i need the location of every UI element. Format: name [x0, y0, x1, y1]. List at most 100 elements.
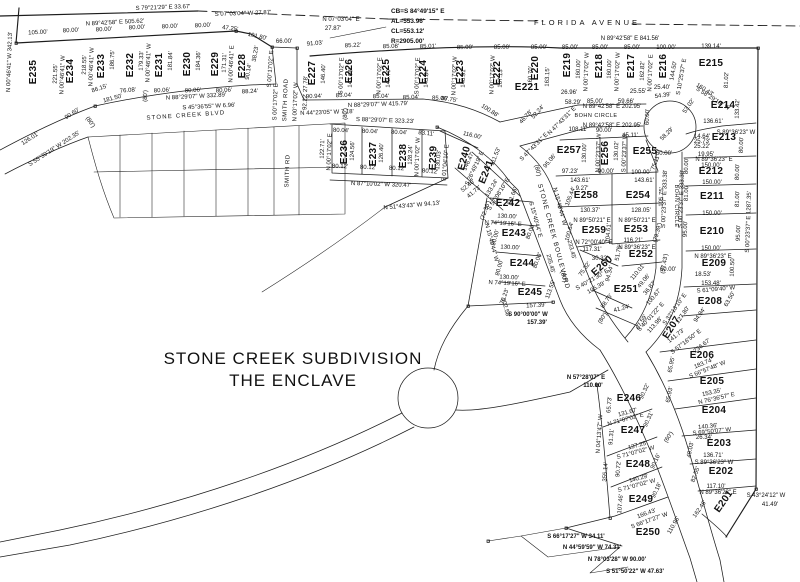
dim-label: 9.27'	[576, 186, 589, 192]
dim-label: 179.33'	[139, 51, 146, 71]
dim-label: 107.46'	[617, 494, 625, 514]
road-e245-street	[433, 301, 609, 411]
dim-label: 186.75'	[110, 50, 117, 70]
dim-label: 41.24'	[613, 304, 630, 314]
florida-avenue-centerline	[197, 10, 800, 27]
dim-label: 108.11'	[568, 127, 587, 133]
lot-label-E243: E243	[502, 228, 527, 239]
dim-label: 105.75'	[659, 187, 666, 207]
street-label-bohn-circle-vertical: BOHN CIRCLE	[673, 184, 679, 227]
dim-label: 88.24'	[242, 89, 258, 96]
dim-label: 91.03'	[307, 40, 324, 47]
lot-label-E229: E229	[210, 52, 221, 77]
road-southwest	[0, 412, 415, 558]
dim-label: N 00°17'02" E	[326, 133, 333, 171]
dim-label: N 89°42'58" E 202.95'	[583, 123, 642, 129]
curve-note-leader	[329, 26, 387, 39]
dim-label: N 00°17'02" W	[292, 82, 299, 122]
lot-label-E244: E244	[510, 258, 535, 269]
lot-label-E208: E208	[698, 296, 723, 307]
dim-label: 126.40'	[379, 143, 386, 163]
curve-note-cl: CL=553.12'	[391, 28, 425, 35]
dim-label: 136.61'	[703, 119, 723, 125]
lot-label-E224: E224	[418, 60, 429, 85]
dim-label: (80')	[343, 108, 349, 120]
dim-label: 104.61'	[605, 223, 613, 243]
dim-label: 80.04'	[362, 129, 378, 136]
lot-label-E254: E254	[626, 190, 651, 201]
dim-label: 81.00'	[684, 185, 691, 201]
lot-label-E217: E217	[626, 54, 637, 79]
dim-label: N 89°36'23" E	[695, 157, 732, 163]
dim-label: 150.00'	[701, 163, 721, 169]
dim-label: 85.00'	[587, 99, 603, 105]
dim-label: S 43°24'12" W	[747, 493, 786, 499]
dim-label: 85.08'	[383, 44, 399, 51]
dim-label: 130.00'	[497, 213, 517, 220]
lot-label-E250: E250	[636, 527, 661, 538]
dim-label: 90.00'	[598, 169, 614, 175]
dim-label: 25.22'	[694, 144, 710, 150]
dim-label: 130.00'	[499, 274, 519, 281]
dim-label: 80.00'	[96, 27, 112, 34]
dim-label: 80.12'	[389, 166, 405, 173]
road-connector-bohn	[499, 104, 591, 147]
dim-label: 80.00'	[195, 23, 211, 30]
boundary-north-west	[15, 30, 273, 48]
block-e254	[557, 173, 662, 208]
dim-label: 80.04'	[391, 130, 407, 137]
dim-label: N 00°17'02" W	[614, 52, 621, 92]
curve-note-r: R=2905.00'	[391, 38, 424, 45]
dim-label: 25.40'	[654, 85, 670, 91]
dim-label: 26.34'	[696, 435, 712, 441]
dim-label: 63.50'	[723, 291, 736, 308]
dim-label: 105.00'	[28, 29, 48, 36]
dim-label: 160.00'	[576, 59, 583, 79]
dim-label: 30.32'	[592, 256, 608, 262]
lot-label-E204: E204	[702, 405, 727, 416]
dim-label: 150.00'	[702, 211, 722, 217]
lot-label-E223: E223	[455, 60, 466, 85]
lot-label-E238: E238	[398, 144, 409, 169]
dim-label: N 89°42'58" E 505.62'	[86, 18, 145, 27]
lot-label-E215: E215	[699, 58, 724, 69]
dim-label: 85.00'	[494, 45, 510, 51]
dim-label: S 89°36'23" W	[695, 460, 734, 466]
block-e246	[565, 384, 669, 547]
curve-note-cb: CB=S 84°49'15" E	[391, 7, 445, 15]
dim-label: N 89°50'21" E	[618, 218, 655, 224]
lot-label-E222: E222	[492, 61, 503, 86]
dim-label: S 47°43'31" E	[519, 132, 549, 162]
dim-label: 47.25'	[222, 25, 239, 33]
lot-label-E221: E221	[515, 82, 540, 93]
dim-label: N 00°46'41" W 342.13'	[6, 32, 14, 92]
dim-label: 80.06'	[185, 88, 201, 95]
curve-note-al: AL=553.96'	[391, 18, 425, 25]
dim-label: N 89°36'23" E	[699, 490, 736, 496]
corner-ticks	[14, 29, 760, 543]
grid-lots	[87, 122, 346, 219]
road-bohn-horizontal	[577, 103, 647, 128]
dim-label: 140.29'	[629, 474, 649, 485]
dim-label: N 57°28'07" E	[567, 375, 605, 381]
road-scb-north-west	[94, 83, 277, 107]
dim-label: 153.48'	[701, 281, 721, 287]
road-smith	[271, 46, 298, 85]
lot-label-E203: E203	[707, 438, 732, 449]
dim-label: 130.03'	[435, 150, 443, 170]
dim-label: 95.00'	[736, 225, 743, 241]
dim-label: N 89°50'21" E	[573, 218, 610, 224]
dim-label: 146.40'	[321, 64, 328, 84]
dim-label: 14.64'	[694, 134, 710, 140]
lot-label-E205: E205	[700, 376, 725, 387]
dim-label: 100.00'	[631, 170, 651, 176]
dim-label: N 74°19'16" E	[488, 280, 526, 288]
dim-label: 95.06'	[543, 153, 558, 169]
lot-label-E212: E212	[699, 166, 724, 177]
block-e206	[659, 339, 757, 538]
dim-label: 126.01'	[21, 131, 41, 147]
lot-label-E209: E209	[702, 258, 727, 269]
dim-label: 171.31'	[222, 53, 229, 73]
